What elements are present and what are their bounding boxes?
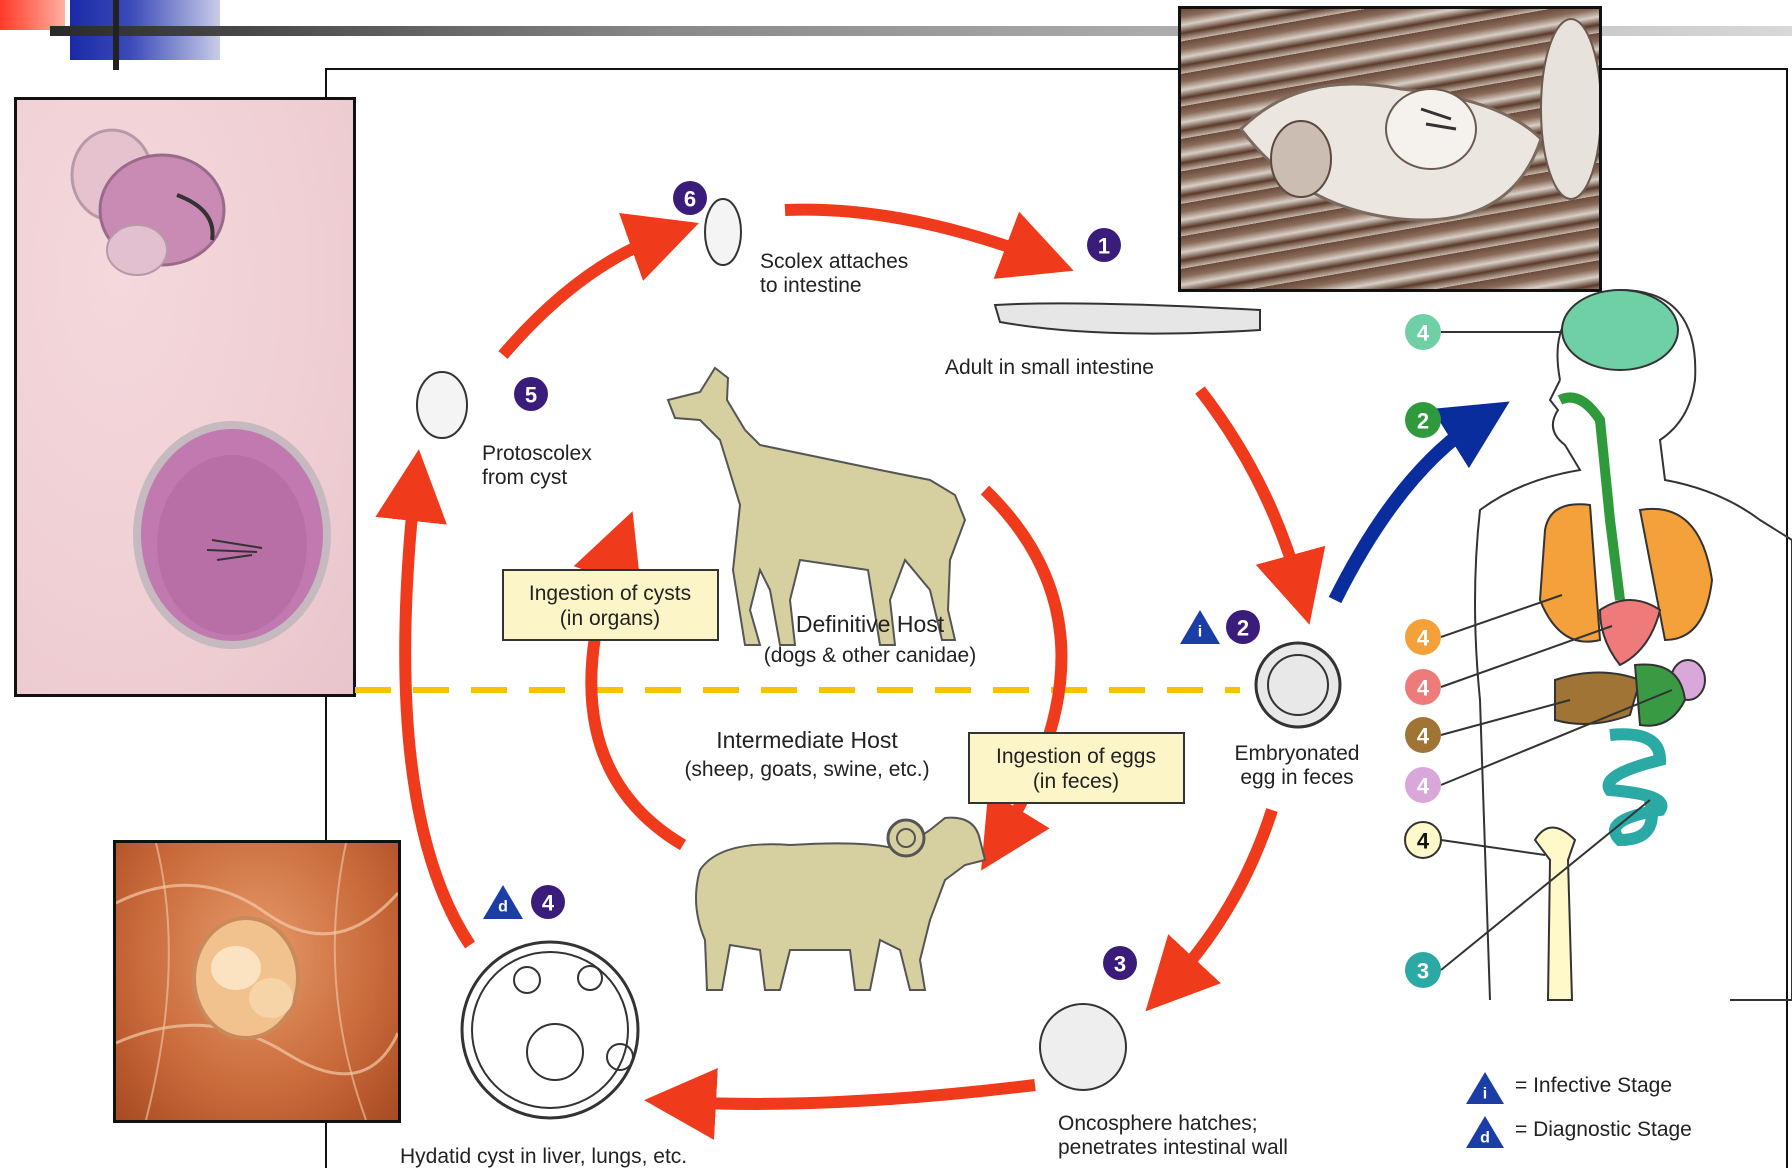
marker-number: 4 <box>1417 724 1430 749</box>
stage-5-label-line: Protoscolex <box>482 442 592 465</box>
marker-number: 4 <box>1417 321 1430 346</box>
oncosphere-stage3 <box>1040 1004 1126 1090</box>
stage-6-label-line: to intestine <box>760 274 862 297</box>
legend-diagnostic-text: = Diagnostic Stage <box>1515 1118 1692 1141</box>
arrow-1-to-2 <box>1200 390 1300 590</box>
hydatid-cyst-stage4 <box>462 942 638 1118</box>
legend-diagnostic-mark: d <box>1480 1130 1490 1147</box>
box-eggs-line2: (in feces) <box>1033 770 1119 793</box>
protoscolex-stage5 <box>417 372 467 438</box>
stage-2-number: 2 <box>1237 616 1249 641</box>
arrow-5-to-6 <box>503 235 665 355</box>
stage-3-label-line: penetrates intestinal wall <box>1058 1136 1288 1159</box>
stage-2-label-line: Embryonated <box>1235 742 1360 765</box>
stage-2-label-line: egg in feces <box>1240 766 1353 789</box>
intermediate-host-subtitle: (sheep, goats, swine, etc.) <box>684 758 929 781</box>
stage-4-number: 4 <box>542 891 555 916</box>
legend-infective-text: = Infective Stage <box>1515 1074 1672 1097</box>
definitive-host-subtitle: (dogs & other canidae) <box>764 644 976 667</box>
marker-number: 3 <box>1417 959 1429 984</box>
legend-infective: i = Infective Stage <box>1466 1072 1672 1104</box>
stage-4-label-line: Hydatid cyst in liver, lungs, etc. <box>400 1145 687 1168</box>
marker-number: 4 <box>1417 676 1430 701</box>
marker-number: 2 <box>1417 409 1429 434</box>
arrow-2-to-3 <box>1170 810 1272 985</box>
marker-number: 4 <box>1417 626 1430 651</box>
marker-leader-line <box>1441 840 1545 855</box>
stage-3-label-line: Oncosphere hatches; <box>1058 1112 1258 1135</box>
stage-2-infective-letter: i <box>1198 624 1202 641</box>
liver <box>1555 673 1640 725</box>
human-marker-spleen: 4 <box>1405 690 1672 803</box>
intermediate-host-title: Intermediate Host <box>716 727 898 753</box>
human-marker-bone: 4 <box>1405 822 1545 858</box>
human-marker-lungs: 4 <box>1405 595 1562 655</box>
box-ingestion-of-cysts: Ingestion of cysts (in organs) <box>503 570 718 640</box>
marker-number: 4 <box>1417 774 1430 799</box>
arrow-4-to-5 <box>405 485 470 945</box>
box-eggs-line1: Ingestion of eggs <box>996 745 1156 768</box>
marker-leader-line <box>1441 595 1562 637</box>
human-marker-ingestion: 2 <box>1405 402 1441 438</box>
femur <box>1535 828 1575 1001</box>
intestine <box>1609 734 1662 840</box>
heart <box>1600 600 1660 665</box>
box-cysts-line1: Ingestion of cysts <box>529 582 691 605</box>
arrow-egg-to-human <box>1335 420 1480 600</box>
sheep-illustration <box>696 818 985 990</box>
legend: i = Infective Stage d = Diagnostic Stage <box>1466 1072 1692 1148</box>
stage-3-number: 3 <box>1114 952 1126 977</box>
stage-1-number: 1 <box>1098 234 1110 259</box>
box-cysts-line2: (in organs) <box>560 607 660 630</box>
stage-5-number: 5 <box>525 383 537 408</box>
scolex-stage6 <box>705 199 741 265</box>
box-ingestion-of-eggs: Ingestion of eggs (in feces) <box>969 733 1184 803</box>
human-marker-brain: 4 <box>1405 314 1560 350</box>
marker-number: 4 <box>1417 829 1430 854</box>
adult-worm-stage1 <box>995 303 1260 333</box>
marker-leader-line <box>1441 700 1570 735</box>
arrow-3-to-4 <box>680 1085 1035 1104</box>
stage-6-number: 6 <box>684 187 696 212</box>
legend-diagnostic: d = Diagnostic Stage <box>1466 1116 1692 1148</box>
stage-5-label-line: from cyst <box>482 466 567 489</box>
legend-infective-mark: i <box>1483 1086 1487 1103</box>
definitive-host-title: Definitive Host <box>796 611 945 637</box>
human-marker-liver: 4 <box>1405 700 1570 753</box>
stage-1-label-line: Adult in small intestine <box>945 356 1154 379</box>
brain <box>1562 290 1678 370</box>
human-figure <box>1475 290 1792 1000</box>
marker-leader-line <box>1441 800 1650 970</box>
stage-6-label-line: Scolex attaches <box>760 250 908 273</box>
stage-4-diagnostic-letter: d <box>498 899 508 916</box>
